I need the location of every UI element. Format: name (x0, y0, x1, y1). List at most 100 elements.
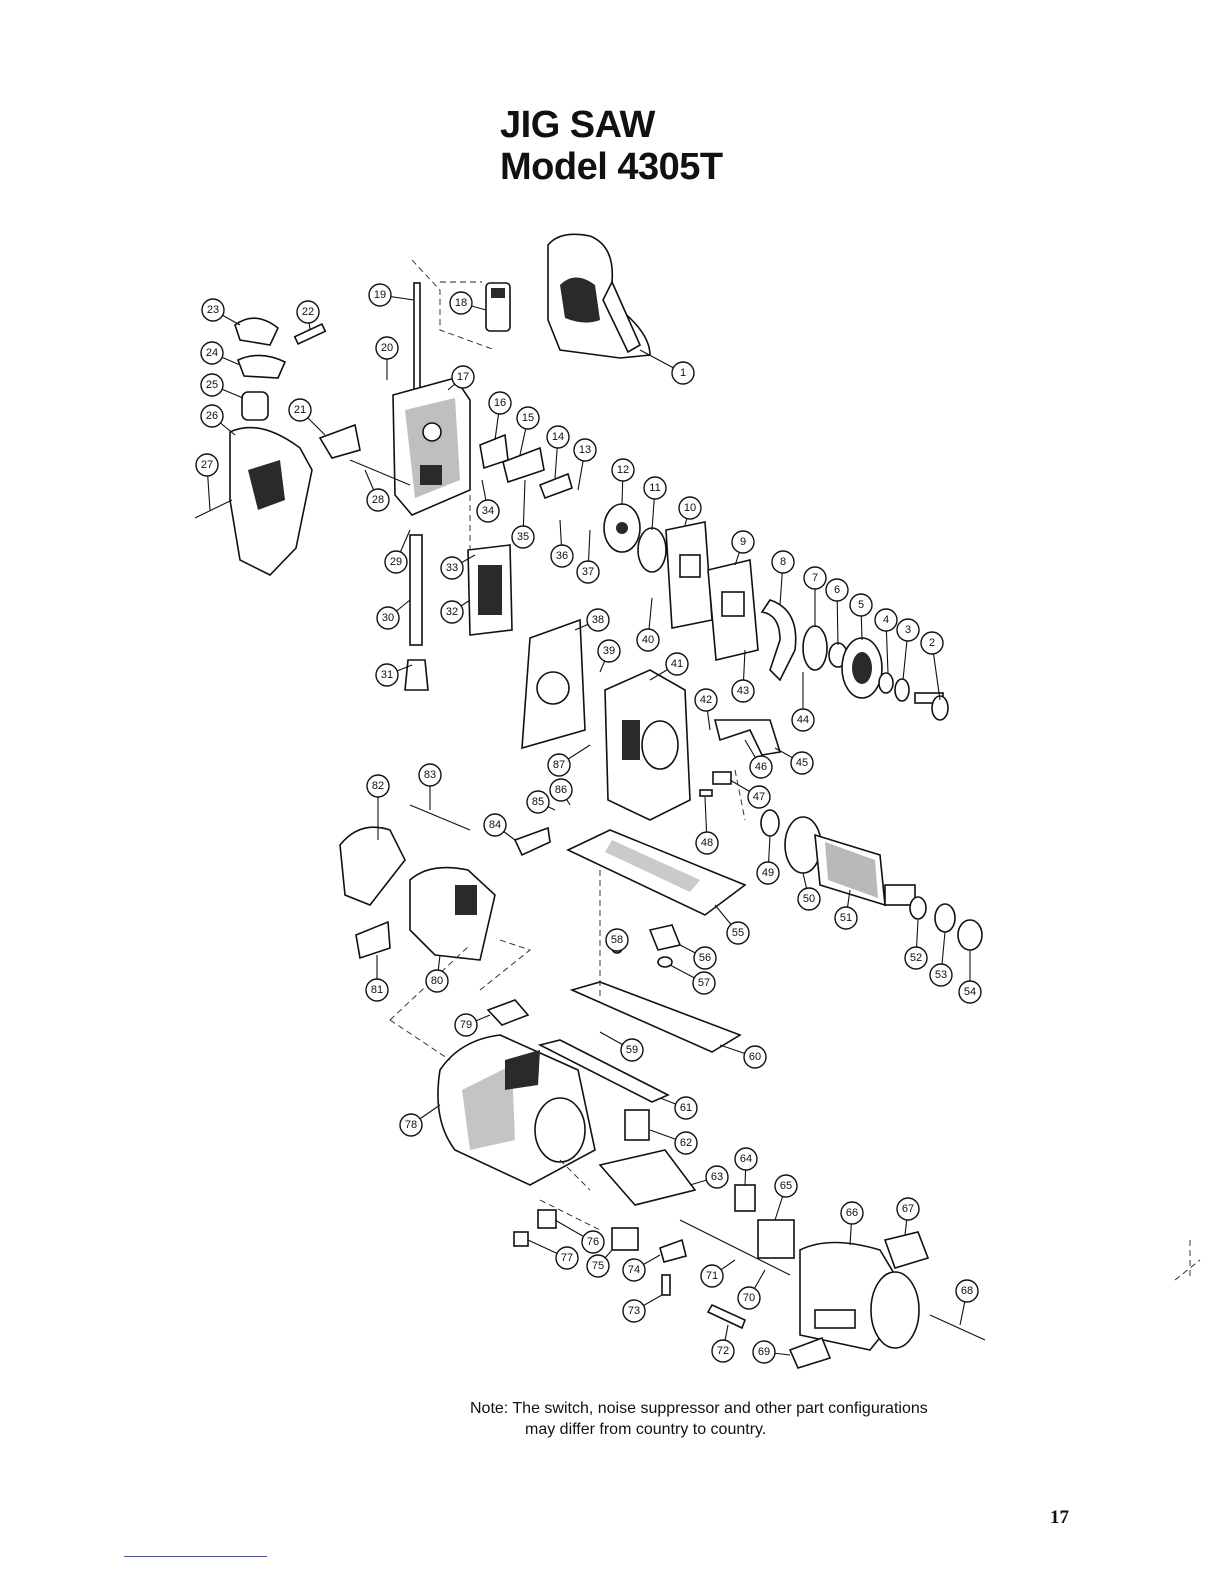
callout-circle (440, 556, 464, 580)
callout-33: 33 (440, 556, 464, 580)
callout-circle (605, 928, 629, 952)
part-armature (784, 816, 916, 907)
callout-number: 87 (553, 759, 565, 771)
callout-circle (200, 404, 224, 428)
callout-3: 3 (896, 618, 920, 642)
callout-number: 82 (372, 780, 384, 792)
callout-number: 24 (206, 347, 218, 359)
callout-number: 17 (457, 371, 469, 383)
callout-circle (955, 1279, 979, 1303)
callout-80: 80 (425, 969, 449, 993)
callout-34: 34 (476, 499, 500, 523)
callout-circle (549, 778, 573, 802)
assembly-lines (389, 259, 1201, 1281)
callout-35: 35 (511, 525, 535, 549)
callout-circle (849, 593, 873, 617)
callout-number: 64 (740, 1153, 752, 1165)
callout-circle (555, 1246, 579, 1270)
callout-circle (586, 608, 610, 632)
callout-number: 57 (698, 977, 710, 989)
callout-circle (201, 298, 225, 322)
callout-number: 39 (603, 645, 615, 657)
callout-number: 36 (556, 550, 568, 562)
callout-53: 53 (929, 963, 953, 987)
callout-number: 29 (390, 556, 402, 568)
callout-circle (692, 971, 716, 995)
callout-5: 5 (849, 593, 873, 617)
callout-number: 18 (455, 297, 467, 309)
title-line-product: JIG SAW (500, 104, 655, 146)
callout-number: 4 (883, 614, 889, 626)
callout-circle (797, 887, 821, 911)
callout-circle (375, 336, 399, 360)
callout-circle (516, 406, 540, 430)
callout-31: 31 (375, 663, 399, 687)
callout-number: 48 (701, 837, 713, 849)
callout-number: 66 (846, 1207, 858, 1219)
callout-number: 67 (902, 1203, 914, 1215)
callout-70: 70 (737, 1286, 761, 1310)
callout-32: 32 (440, 600, 464, 624)
callout-number: 83 (424, 769, 436, 781)
callout-number: 47 (753, 791, 765, 803)
callout-circle (375, 663, 399, 687)
callout-number: 26 (206, 410, 218, 422)
callout-54: 54 (958, 980, 982, 1004)
callout-number: 21 (294, 404, 306, 416)
callout-circle (418, 763, 442, 787)
callout-number: 41 (671, 658, 683, 670)
callout-60: 60 (743, 1045, 767, 1069)
callout-number: 76 (587, 1236, 599, 1248)
callout-52: 52 (904, 946, 928, 970)
callout-number: 25 (206, 379, 218, 391)
callout-23: 23 (201, 298, 225, 322)
callout-circle (586, 1254, 610, 1278)
callout-circle (674, 1096, 698, 1120)
callout-number: 31 (381, 669, 393, 681)
callout-78: 78 (399, 1113, 423, 1137)
callout-number: 80 (431, 975, 443, 987)
callout-43: 43 (731, 679, 755, 703)
callout-number: 63 (711, 1171, 723, 1183)
callout-circle (288, 398, 312, 422)
callout-circle (488, 391, 512, 415)
part-blade-guard (547, 233, 651, 359)
callout-20: 20 (375, 336, 399, 360)
callout-circle (546, 425, 570, 449)
callout-circle (904, 946, 928, 970)
diagram-title: JIG SAW Model 4305T (500, 104, 723, 188)
callout-circle (674, 1131, 698, 1155)
callout-circle (511, 525, 535, 549)
callout-circle (547, 753, 571, 777)
callout-circle (678, 496, 702, 520)
callout-44: 44 (791, 708, 815, 732)
callout-circle (671, 361, 695, 385)
callout-number: 61 (680, 1102, 692, 1114)
callout-82: 82 (366, 774, 390, 798)
callout-number: 30 (382, 612, 394, 624)
callout-number: 54 (964, 986, 976, 998)
callout-74: 74 (622, 1258, 646, 1282)
callout-circle (958, 980, 982, 1004)
callout-circle (731, 530, 755, 554)
callout-circle (573, 438, 597, 462)
part-base (566, 829, 747, 916)
callout-77: 77 (555, 1246, 579, 1270)
callout-63: 63 (705, 1165, 729, 1189)
callout-48: 48 (695, 831, 719, 855)
callout-circle (840, 1201, 864, 1225)
callout-number: 33 (446, 562, 458, 574)
part-housing-body (604, 669, 691, 821)
callout-number: 32 (446, 606, 458, 618)
callout-number: 19 (374, 289, 386, 301)
callout-circle (693, 946, 717, 970)
callout-62: 62 (674, 1131, 698, 1155)
part-handle (229, 426, 313, 576)
callout-circle (636, 628, 660, 652)
part-cap (234, 317, 279, 346)
callout-number: 44 (797, 714, 809, 726)
callout-number: 45 (796, 757, 808, 769)
callout-83: 83 (418, 763, 442, 787)
callout-51: 51 (834, 906, 858, 930)
